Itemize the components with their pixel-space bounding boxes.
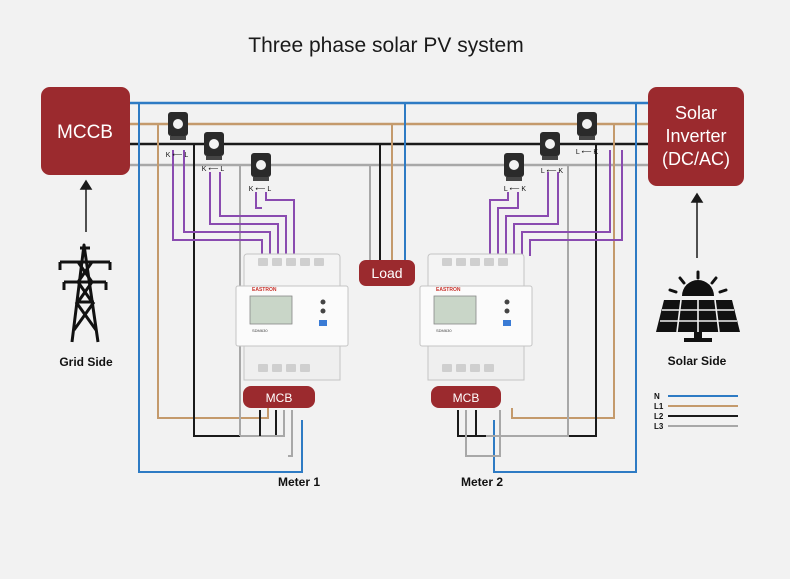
legend-label: L2 — [654, 412, 664, 421]
legend-label: L3 — [654, 422, 664, 431]
inverter-label-line: Solar — [675, 103, 717, 123]
meter-display — [433, 295, 477, 325]
ct-label: L ⟵ K — [576, 149, 599, 156]
ct-wires — [172, 150, 623, 256]
mcb-box — [243, 386, 315, 408]
meter-brand: EASTRON — [252, 287, 277, 293]
load-box — [359, 260, 415, 286]
load-label: Load — [371, 265, 402, 281]
meter-2: EASTRON SDM630 — [419, 253, 533, 381]
inverter-label-line: Inverter — [665, 126, 726, 146]
ct-clamp — [251, 153, 271, 181]
ct-clamp — [204, 132, 224, 160]
mcb-label: MCB — [453, 391, 480, 405]
grid-arrow — [79, 179, 93, 232]
grid-side-label: Grid Side — [59, 355, 113, 369]
meter-model: SDM630 — [252, 328, 268, 333]
meter-brand: EASTRON — [436, 287, 461, 293]
mcb-label: MCB — [266, 391, 293, 405]
load-wiring — [369, 103, 406, 260]
legend-label: N — [654, 392, 660, 401]
legend-label: L1 — [654, 402, 664, 411]
meter-1-label: Meter 1 — [278, 475, 320, 489]
ct-label: K ⟵ L — [202, 166, 225, 173]
ct-label: L ⟵ K — [504, 186, 527, 193]
meter-1: EASTRON SDM630 — [235, 253, 349, 381]
wire-legend: N L1 L2 L3 — [654, 392, 738, 431]
ct-clamp — [577, 112, 597, 140]
ct-clamp — [504, 153, 524, 181]
transmission-tower-icon — [58, 243, 112, 343]
ct-clamps-left: K ⟵ L K ⟵ L K ⟵ L — [166, 112, 272, 193]
mcb-box — [431, 386, 501, 408]
meter1-wiring — [138, 103, 303, 473]
inverter-label-line: (DC/AC) — [662, 149, 730, 169]
meter-model: SDM630 — [436, 328, 452, 333]
solar-arrow — [690, 192, 704, 258]
ct-clamp — [540, 132, 560, 160]
inverter-box — [648, 87, 744, 186]
solar-panel-icon — [656, 270, 740, 342]
ct-label: L ⟵ K — [541, 168, 564, 175]
diagram-title: Three phase solar PV system — [248, 34, 523, 57]
meter2-wiring — [457, 103, 637, 473]
meter-display — [249, 295, 293, 325]
mccb-label: MCCB — [57, 122, 113, 143]
mccb-box — [41, 87, 130, 175]
ct-label: K ⟵ L — [166, 152, 189, 159]
ct-clamps-right: L ⟵ K L ⟵ K L ⟵ K — [504, 112, 599, 193]
solar-side-label: Solar Side — [668, 354, 727, 368]
ct-clamp — [168, 112, 188, 140]
ct-label: K ⟵ L — [249, 186, 272, 193]
meter-2-label: Meter 2 — [461, 475, 503, 489]
